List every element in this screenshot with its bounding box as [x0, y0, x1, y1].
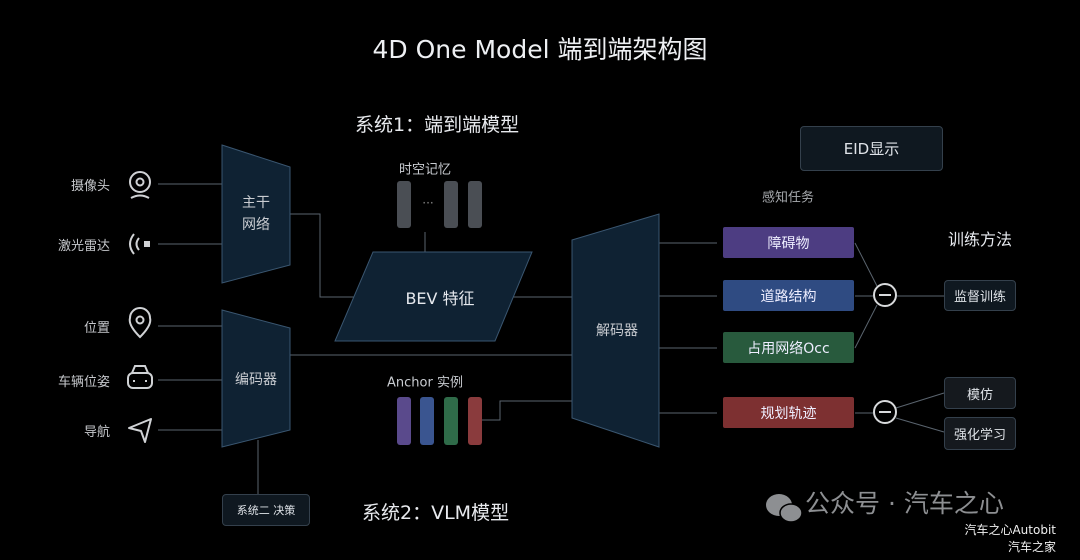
lidar-icon	[129, 233, 150, 255]
encoder-label: 编码器	[235, 372, 277, 388]
task-obstacle: 障碍物	[723, 227, 854, 258]
system1-title: 系统1：端到端模型	[355, 114, 520, 136]
anchor-bar	[420, 397, 434, 445]
car-icon	[127, 365, 153, 389]
eid-display-box: EID显示	[800, 126, 943, 171]
encoder-shape	[221, 309, 291, 448]
anchor-bar	[444, 397, 458, 445]
wechat-icon	[766, 494, 803, 523]
training-imitation: 模仿	[944, 377, 1016, 409]
sensor-label-vehicle-pose: 车辆位姿	[57, 375, 110, 390]
page-title: 4D One Model 端到端架构图	[372, 35, 708, 64]
decoder-shape	[571, 213, 660, 448]
sensor-label-position: 位置	[83, 321, 110, 336]
anchor-bar	[397, 397, 411, 445]
system2-title: 系统2：VLM模型	[362, 502, 510, 524]
navigation-arrow-icon	[128, 418, 152, 443]
perception-label: 感知任务	[761, 190, 815, 206]
sensor-label-lidar: 激光雷达	[57, 239, 110, 254]
sensor-label-camera: 摄像头	[70, 179, 110, 194]
camera-icon	[129, 171, 151, 199]
backbone-label-line1: 主干	[242, 195, 270, 211]
minus-circle-icon	[873, 283, 897, 424]
task-planning-trajectory: 规划轨迹	[723, 397, 854, 428]
decoder-label: 解码器	[596, 323, 638, 339]
location-pin-icon	[128, 307, 152, 339]
system2-decision-box: 系统二 决策	[222, 494, 310, 526]
backbone-label-line2: 网络	[242, 217, 270, 233]
task-road-structure: 道路结构	[723, 280, 854, 311]
training-supervised: 监督训练	[944, 280, 1016, 311]
task-occupancy: 占用网络Occ	[723, 332, 854, 363]
watermark-small-1: 汽车之心Autobit	[964, 523, 1056, 537]
memory-label: 时空记忆	[398, 162, 452, 178]
memory-bar	[444, 181, 458, 228]
bev-shape	[334, 251, 533, 342]
training-title: 训练方法	[947, 230, 1013, 249]
training-reinforcement: 强化学习	[944, 417, 1016, 450]
bev-label: BEV 特征	[405, 289, 475, 308]
watermark-small-2: 汽车之家	[1007, 540, 1056, 554]
memory-bar	[397, 181, 411, 228]
anchor-bar	[468, 397, 482, 445]
watermark-text: 公众号 · 汽车之心	[805, 489, 1004, 518]
backbone-shape	[221, 144, 291, 284]
sensor-label-navigation: 导航	[83, 425, 110, 440]
anchor-label: Anchor 实例	[387, 375, 463, 391]
memory-ellipsis: ···	[422, 196, 434, 210]
memory-bar	[468, 181, 482, 228]
